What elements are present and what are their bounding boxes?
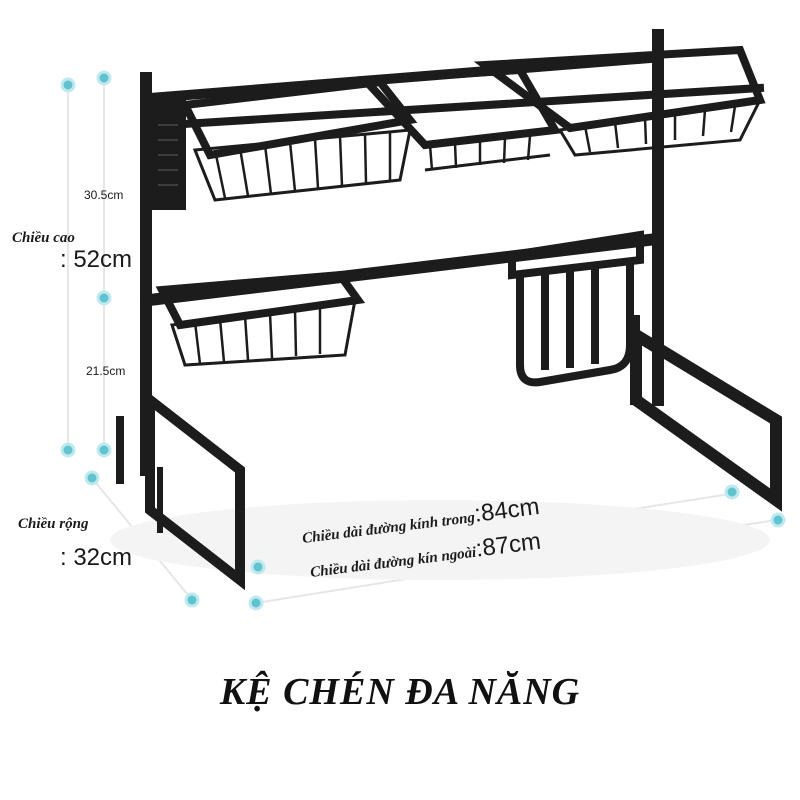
top-basket-right [473, 45, 766, 157]
lower-gap-label: 21.5cm [86, 364, 126, 378]
top-basket-left [178, 77, 418, 202]
rack-frame [116, 29, 782, 591]
utensil-holder-slots [158, 124, 178, 186]
product-title: KỆ CHÉN ĐA NĂNG [219, 671, 581, 713]
measurement-markers [60, 70, 786, 611]
top-basket-middle [356, 65, 562, 172]
floor-shadow [110, 500, 770, 580]
upper-gap-label: 30.5cm [84, 188, 124, 202]
width-label: Chiều rộng [18, 516, 89, 532]
lower-basket [155, 270, 366, 367]
width-value: : 32cm [60, 544, 133, 571]
height-label: Chiều cao [12, 230, 75, 246]
height-value: : 52cm [60, 246, 133, 273]
cutting-board-holder [508, 230, 644, 387]
